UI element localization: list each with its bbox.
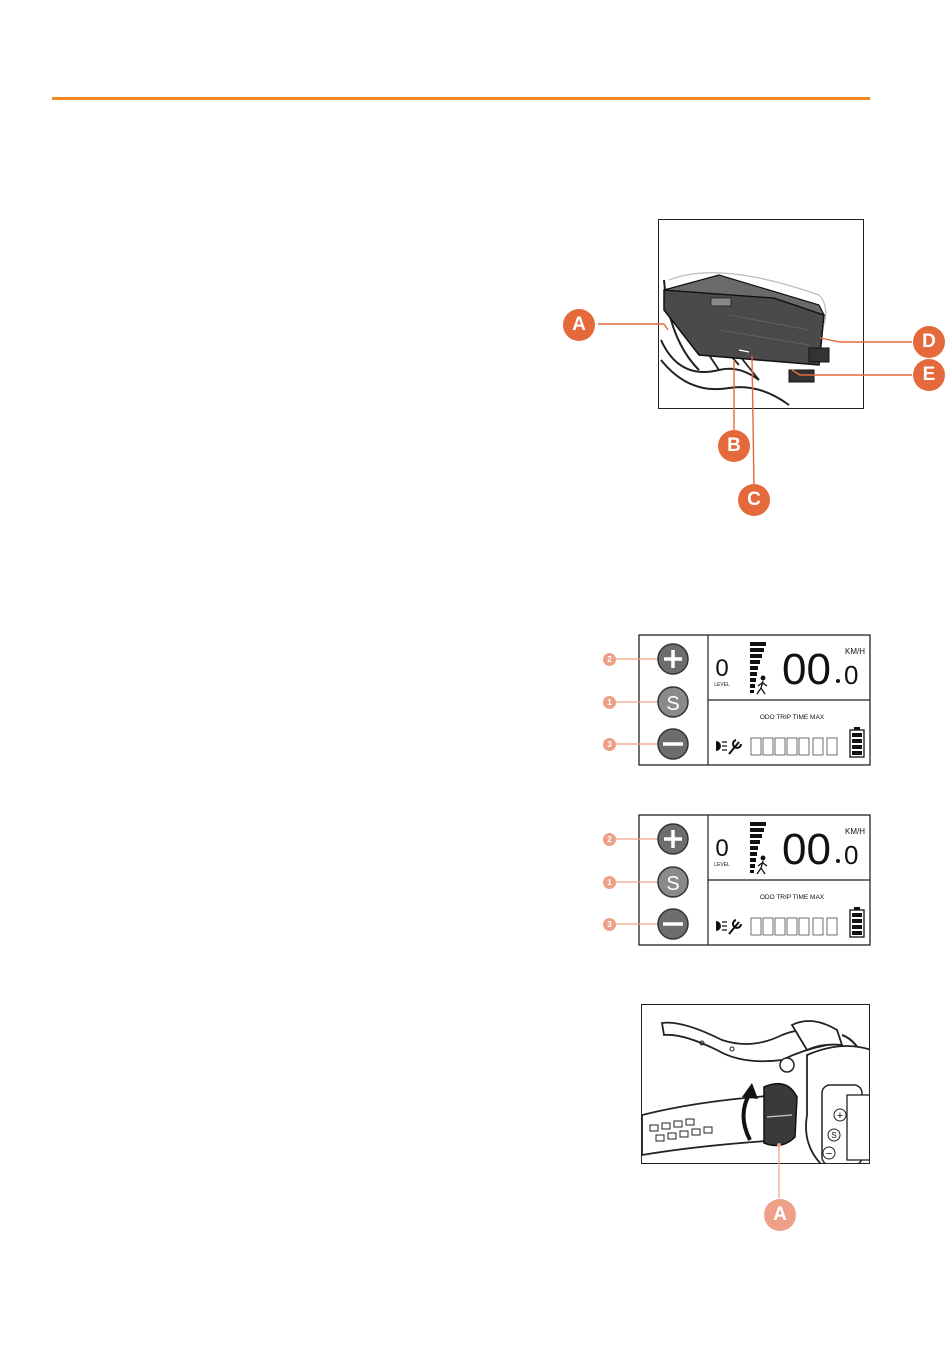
callout-throttle-a: A	[764, 1199, 796, 1231]
